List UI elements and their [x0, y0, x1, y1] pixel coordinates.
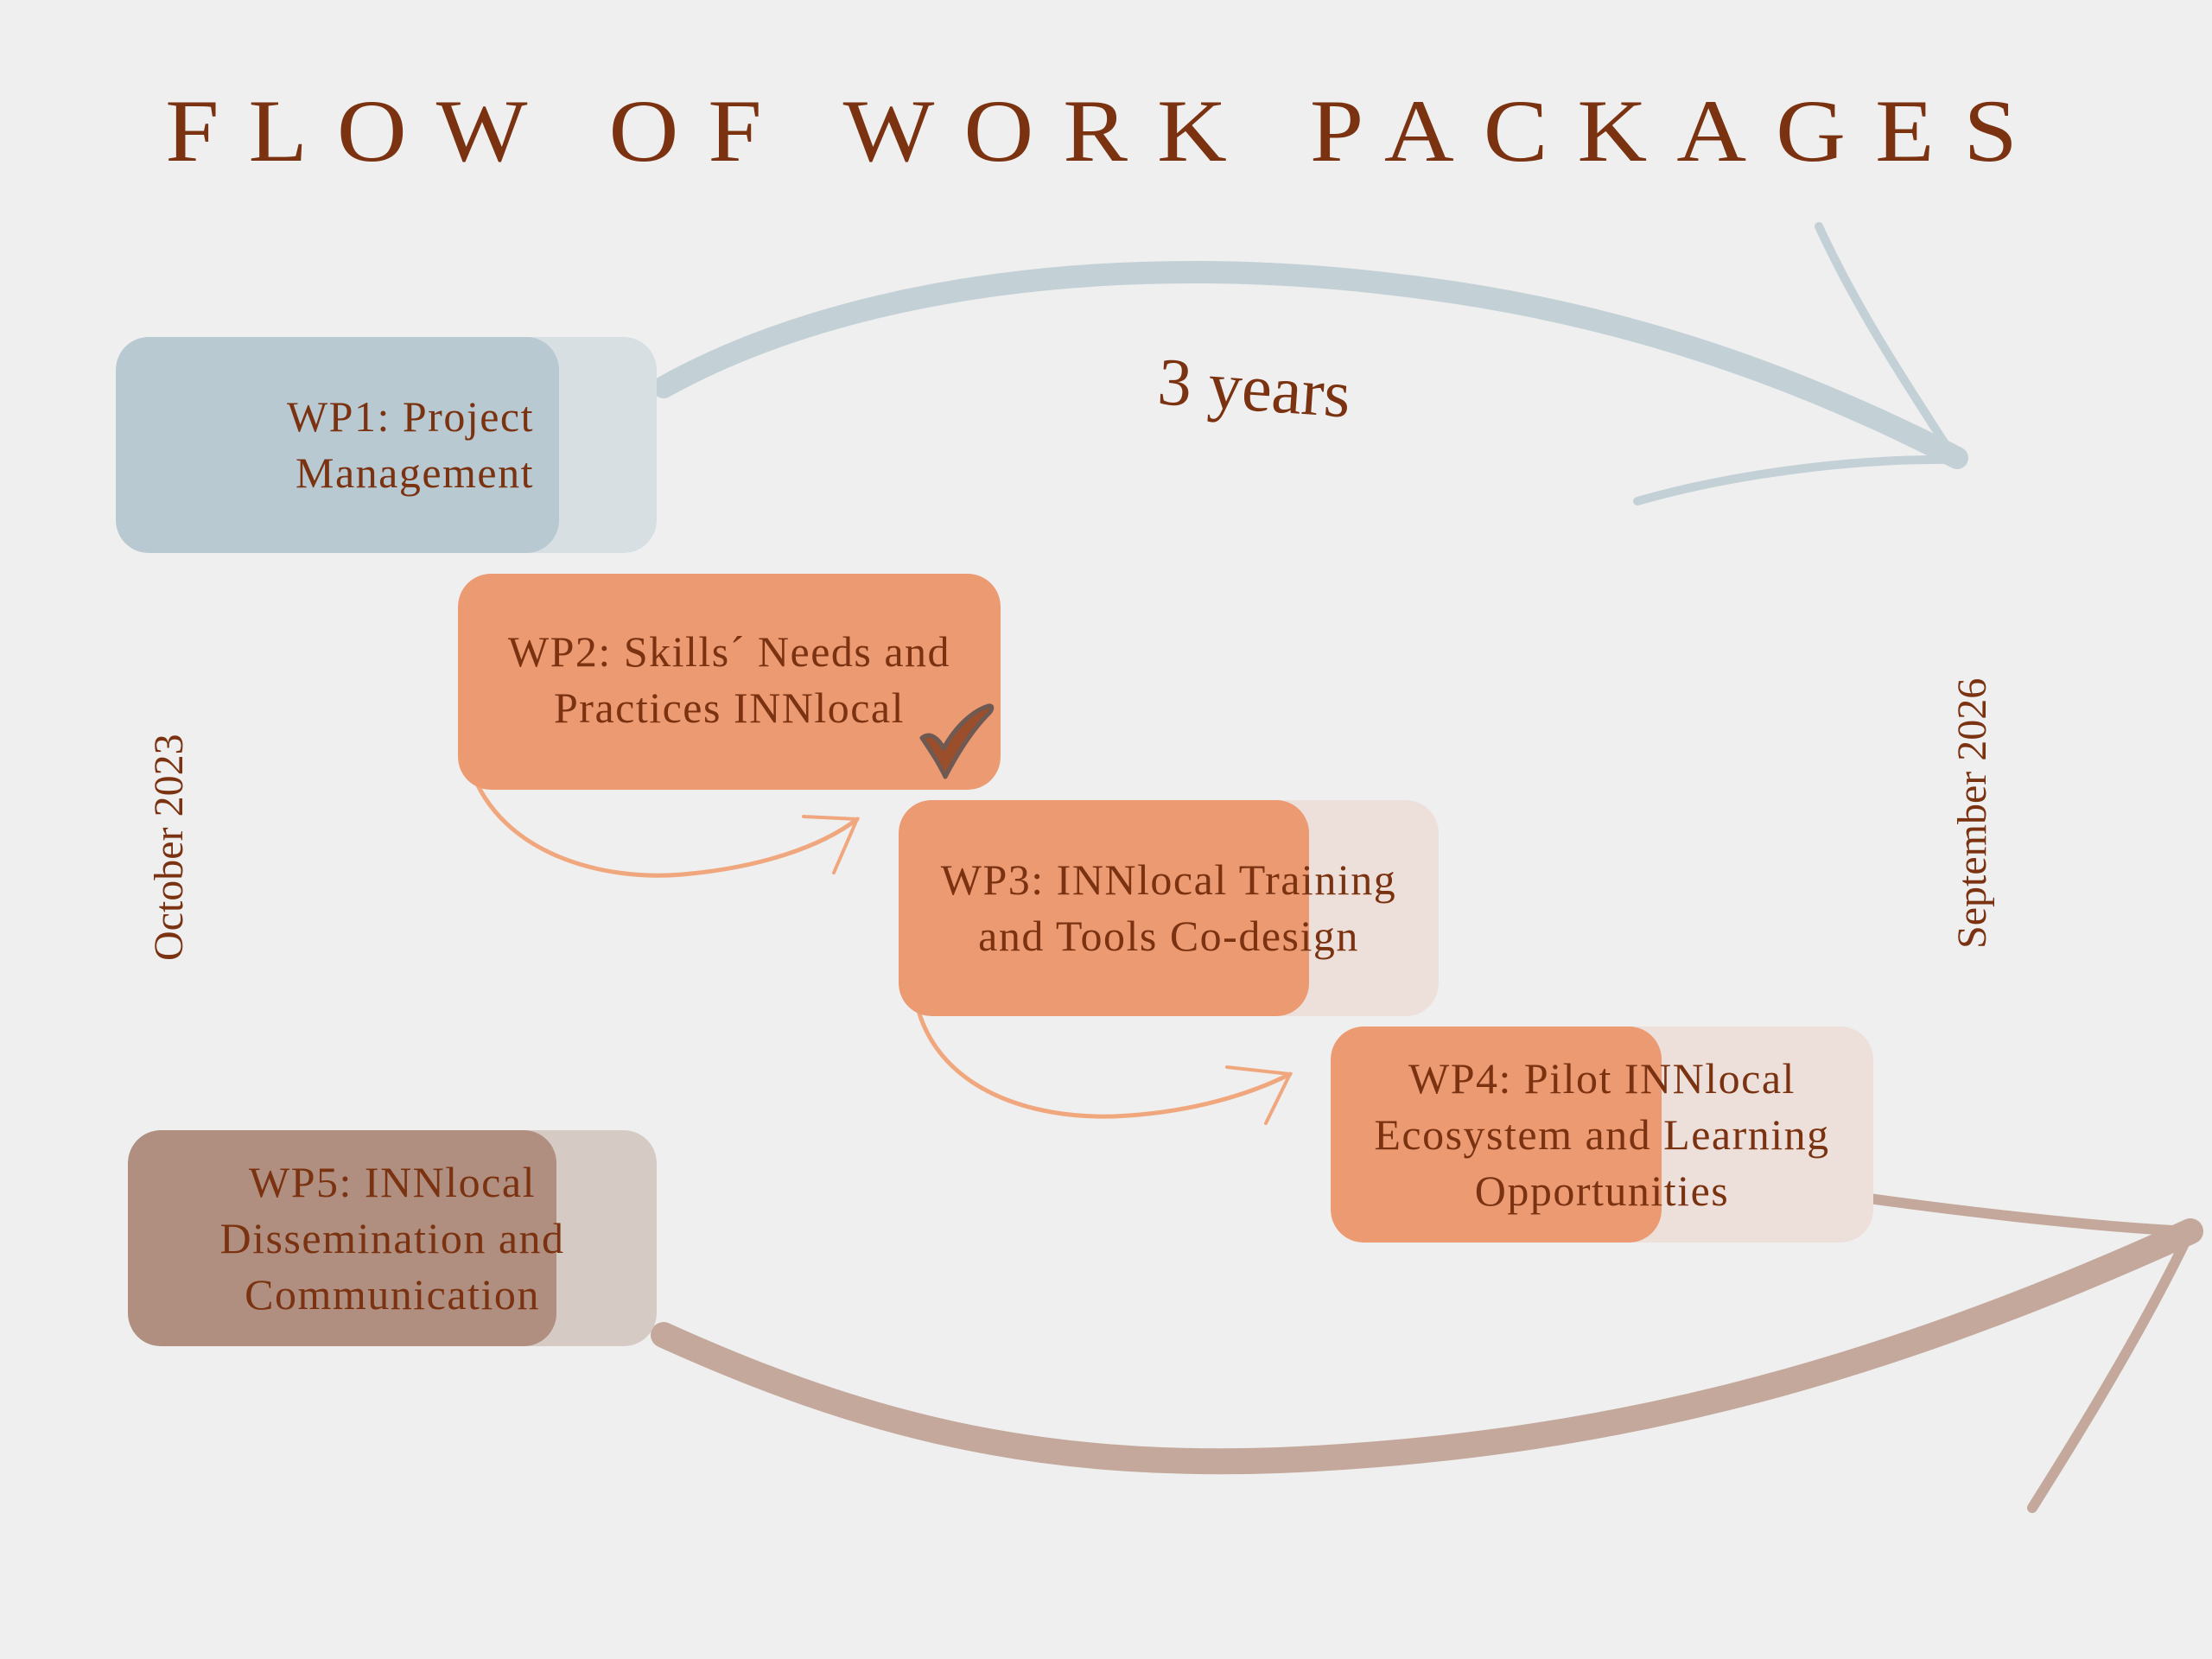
- wp3-progress-fill: [899, 800, 1309, 1016]
- wp4-label: WP4: Pilot INNlocal Ecosystem and Learni…: [1374, 1053, 1830, 1215]
- top-curved-arrow-icon: [652, 222, 1968, 505]
- duration-label: 3 years: [1155, 343, 1353, 432]
- connector-wp3-wp4-arrow-icon: [916, 1008, 1294, 1125]
- work-package-wp3[interactable]: WP3: INNlocal Training and Tools Co-desi…: [899, 800, 1439, 1016]
- work-package-wp2[interactable]: WP2: Skills´ Needs and Practices INNloca…: [458, 574, 1001, 790]
- work-package-wp5[interactable]: WP5: INNlocal Dissemination and Communic…: [128, 1130, 657, 1346]
- page-title: FLOW OF WORK PACKAGES: [165, 82, 2047, 181]
- wp2-progress-fill: [458, 574, 1001, 790]
- wp1-progress-fill: [116, 337, 560, 553]
- wp2-label: WP2: Skills´ Needs and Practices INNloca…: [507, 627, 951, 732]
- checkmark-icon: [919, 703, 995, 779]
- work-package-wp1[interactable]: WP1: Project Management: [116, 337, 657, 553]
- end-date-label: September 2026: [1949, 677, 1995, 949]
- wp5-label: WP5: INNlocal Dissemination and Communic…: [219, 1157, 565, 1319]
- wp1-label: WP1: Project Management: [286, 392, 534, 497]
- wp5-progress-fill: [128, 1130, 556, 1346]
- wp3-label: WP3: INNlocal Training and Tools Co-desi…: [940, 855, 1397, 960]
- wp4-progress-fill: [1331, 1027, 1662, 1243]
- connector-wp2-wp3-arrow-icon: [468, 766, 860, 878]
- work-package-wp4[interactable]: WP4: Pilot INNlocal Ecosystem and Learni…: [1331, 1027, 1873, 1243]
- start-date-label: October 2023: [146, 734, 192, 961]
